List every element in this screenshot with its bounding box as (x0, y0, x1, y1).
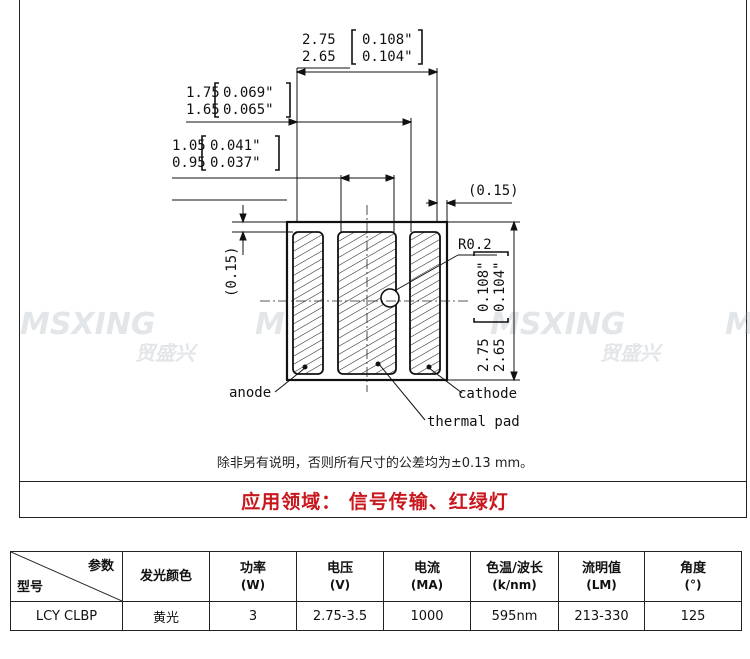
table-row: LCY CLBP 黄光 3 2.75-3.5 1000 595nm 213-33… (10, 601, 742, 631)
header-wavelength: 色温/波长 (k/nm) (470, 551, 559, 602)
cathode-pad (409, 231, 441, 375)
header-power: 功率 (W) (209, 551, 297, 602)
header-voltage-l2: (V) (329, 577, 351, 592)
edge-gap-left-dim: (0.15) (224, 246, 240, 297)
header-current-l1: 电流 (413, 560, 440, 576)
technical-drawing: MSXING MSXING MSXING MSXING 贸盛兴 贸盛兴 贸盛兴 (20, 29, 750, 430)
cell-color: 黄光 (122, 601, 210, 631)
watermark-brand-3: MSXING (490, 307, 625, 342)
dimension-text: 2.75 2.65 0.108" 0.104" 1.75 1.65 0.069"… (172, 29, 520, 430)
application-divider (19, 481, 747, 482)
thermal-pad-label: thermal pad (427, 414, 520, 430)
header-power-l2: (W) (240, 577, 266, 592)
cell-model: LCY CLBP (10, 601, 123, 631)
overall-width-max-in: 0.108" (362, 32, 413, 48)
center-pad-width-min-in: 0.037" (210, 155, 261, 171)
center-lines (260, 205, 470, 392)
header-voltage: 电压 (V) (296, 551, 384, 602)
cell-angle: 125 (644, 601, 742, 631)
side-pad-width-min-in: 0.065" (223, 102, 274, 118)
overall-width-max: 2.75 (302, 32, 336, 48)
diag-line (11, 552, 122, 601)
header-current: 电流 (MA) (383, 551, 471, 602)
anode-pad (292, 231, 324, 375)
application-field: 应用领域： 信号传输、红绿灯 (241, 491, 509, 513)
anode-label: anode (229, 385, 271, 401)
header-color-l1: 发光颜色 (139, 569, 192, 584)
cell-current: 1000 (383, 601, 471, 631)
cell-lumen: 213-330 (558, 601, 645, 631)
cell-wavelength: 595nm (470, 601, 559, 631)
center-pad-width-max: 1.05 (172, 138, 206, 154)
tolerance-note: 除非另有说明，否则所有尺寸的公差均为±0.13 mm。 (216, 456, 534, 471)
header-voltage-l1: 电压 (326, 560, 353, 576)
header-lumen-l2: (LM) (586, 577, 617, 592)
cell-power: 3 (209, 601, 297, 631)
drawing-frame (19, 0, 747, 518)
header-current-l2: (MA) (410, 577, 444, 592)
overall-height-min-in: 0.104" (492, 261, 508, 312)
header-lumen-l1: 流明值 (581, 560, 621, 576)
corner-radius-notch (380, 288, 400, 308)
cathode-leader-dot (426, 364, 432, 370)
header-angle-l1: 角度 (679, 560, 706, 576)
overall-width-min-in: 0.104" (362, 49, 413, 65)
overall-height-max: 2.75 (476, 338, 492, 372)
thermal-leader-dot (375, 361, 381, 367)
table-header-row: 参数 型号 发光颜色 功率 (W) 电压 (V) 电流 (MA) 色温/波长 (… (10, 551, 742, 602)
header-power-l1: 功率 (239, 560, 266, 576)
header-angle-l2: (°) (684, 577, 702, 592)
cell-voltage: 2.75-3.5 (296, 601, 384, 631)
anode-leader-dot (302, 364, 308, 370)
watermark-chinese-3: 贸盛兴 (600, 341, 664, 365)
header-param: 参数 (87, 559, 114, 574)
leader-lines (274, 254, 497, 421)
overall-width-min: 2.65 (302, 49, 336, 65)
watermark-brand-1: MSXING (20, 307, 155, 342)
header-diag-cell: 参数 型号 (10, 551, 123, 602)
pads (292, 231, 441, 375)
header-wavelength-l1: 色温/波长 (486, 560, 543, 576)
header-wavelength-l2: (k/nm) (492, 577, 537, 592)
header-color: 发光颜色 (122, 551, 210, 602)
header-model: 型号 (17, 580, 44, 595)
header-angle: 角度 (°) (644, 551, 742, 602)
header-lumen: 流明值 (LM) (558, 551, 645, 602)
extension-lines (172, 68, 520, 381)
dimension-lines (172, 67, 518, 382)
edge-gap-dim: (0.15) (468, 183, 519, 199)
center-pad-width-max-in: 0.041" (210, 138, 261, 154)
cathode-label: cathode (458, 386, 517, 402)
watermark-chinese-1: 贸盛兴 (135, 341, 199, 365)
center-pad-width-min: 0.95 (172, 155, 206, 171)
corner-radius-dim: R0.2 (458, 237, 492, 253)
side-pad-width-max-in: 0.069" (223, 85, 274, 101)
overall-height-max-in: 0.108" (476, 261, 492, 312)
overall-height-min: 2.65 (492, 338, 508, 372)
side-pad-width-max: 1.75 (186, 85, 220, 101)
watermark-brand-4: MSXING (725, 307, 750, 342)
side-pad-width-min: 1.65 (186, 102, 220, 118)
spec-table: 参数 型号 发光颜色 功率 (W) 电压 (V) 电流 (MA) 色温/波长 (… (10, 551, 742, 631)
overall-height-dim: 2.75 2.65 0.108" 0.104" (473, 251, 509, 372)
